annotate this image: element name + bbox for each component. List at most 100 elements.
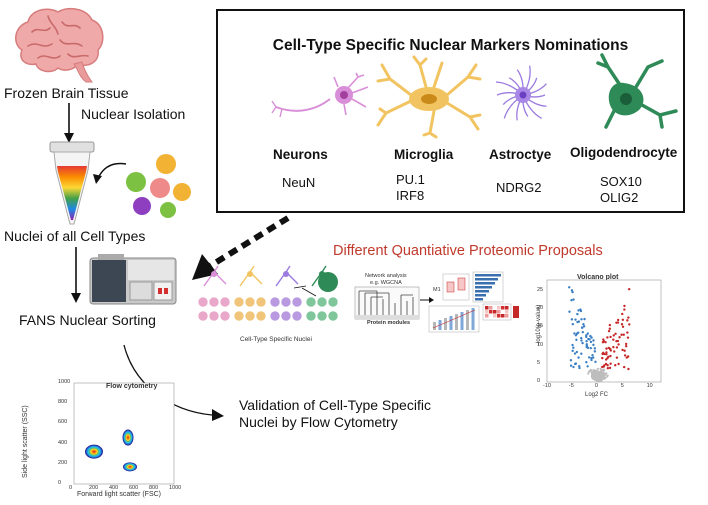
volcano-point-down (587, 356, 591, 359)
nucleus-dot (255, 310, 267, 322)
volcano-xtick: 10 (646, 383, 653, 389)
curved-arrow-beads (93, 162, 127, 184)
volcano-xtick: -10 (543, 383, 551, 389)
volcano-point-down (592, 339, 595, 342)
volcano-point-down (581, 326, 584, 329)
volcano-point-up (605, 347, 608, 350)
astrocyte-icon (495, 65, 547, 121)
volcano-point-up (620, 333, 623, 336)
flow-xtick: 600 (129, 485, 139, 491)
volcano-point-up (602, 338, 605, 341)
volcano-point-up (612, 338, 615, 341)
volcano-point-up (601, 356, 604, 360)
volcano-point-up (624, 342, 628, 346)
volcano-point-down (590, 358, 593, 362)
volcano-point-ns (591, 370, 594, 374)
mini-vbar (449, 316, 453, 330)
volcano-point-up (617, 362, 620, 366)
volcano-point-up (601, 340, 605, 344)
volcano-point-down (575, 338, 578, 342)
volcano-point-down (569, 359, 573, 362)
volcano-point-up (608, 327, 612, 330)
mini-hbar (475, 274, 501, 277)
volcano-point-down (572, 346, 575, 349)
flow-ytick: 0 (58, 480, 62, 486)
volcano-point-down (569, 364, 573, 367)
mini-trend (432, 309, 476, 329)
volcano-point-up (627, 367, 630, 371)
mini-heat-cell (493, 310, 497, 314)
nucleus-dot (316, 296, 328, 308)
volcano-point-down (580, 318, 583, 321)
volcano-point-down (579, 309, 583, 313)
mini-hbar (475, 290, 489, 293)
nucleus-dot (244, 296, 256, 308)
mini-m1-label: M1 (433, 287, 441, 293)
nucleus-dot (305, 310, 317, 322)
flow-xlabel: Forward light scatter (FSC) (77, 491, 162, 498)
volcano-point-up (604, 358, 608, 361)
volcano-point-up (626, 319, 629, 322)
volcano-point-up (609, 362, 612, 365)
volcano-point-down (580, 339, 583, 342)
volcano-point-down (577, 356, 580, 359)
volcano-point-up (609, 335, 612, 339)
mini-hbar (475, 286, 492, 289)
volcano-point-down (570, 318, 574, 321)
volcano-point-up (615, 339, 618, 343)
volcano-point-up (623, 354, 627, 357)
mini-analysis-charts (428, 271, 519, 333)
sorted-oligo-body (318, 272, 338, 292)
mini-colorbar (513, 306, 519, 318)
nuclear-isolation-label: Nuclear Isolation (81, 106, 186, 122)
astrocyte-nucleus (519, 91, 527, 99)
mini-hbar (475, 278, 498, 281)
volcano-xlabel: Log2 FC (585, 392, 609, 398)
nuclei-arrow (293, 285, 317, 297)
volcano-point-down (578, 365, 581, 368)
fans-label: FANS Nuclear Sorting (19, 312, 156, 328)
nucleus-dot (208, 296, 220, 308)
volcano-point-ns (599, 367, 602, 370)
volcano-point-down (580, 352, 583, 355)
volcano-point-ns (587, 372, 590, 375)
volcano-point-up (612, 345, 615, 349)
volcano-point-down (583, 317, 586, 321)
sorter-icon (89, 254, 177, 305)
volcano-point-down (582, 323, 585, 326)
neuron-icon (271, 72, 369, 118)
volcano-point-up (617, 343, 620, 346)
cell-name-microglia: Microglia (394, 147, 454, 162)
volcano-point-up (624, 345, 628, 348)
volcano-title: Volcano plot (577, 274, 619, 281)
marker-neun: NeuN (282, 175, 316, 190)
volcano-point-up (626, 331, 629, 334)
volcano-point-up (627, 355, 630, 358)
volcano-point-up (613, 350, 616, 353)
volcano-point-up (615, 346, 619, 349)
volcano-point-down (576, 312, 579, 316)
dendrogram-icon (354, 286, 420, 320)
nucleus-dot (269, 310, 281, 322)
volcano-point-ns (603, 373, 607, 376)
volcano-point-up (615, 321, 618, 324)
cell-name-oligodendrocyte: Oligodendrocyte (570, 145, 678, 160)
cell-name-astrocyte: Astroctye (489, 147, 552, 162)
brain-icon (15, 7, 104, 83)
marker-pu1: PU.1 (396, 172, 425, 187)
mini-box (446, 281, 455, 293)
volcano-xtick: -5 (568, 383, 574, 389)
volcano-point-up (621, 318, 625, 321)
nuclei-cell-body (247, 271, 253, 277)
volcano-point-up (615, 356, 619, 359)
volcano-point-ns (593, 370, 597, 373)
volcano-point-up (616, 318, 620, 322)
volcano-point-up (605, 353, 608, 356)
mini-heat-cell (485, 310, 489, 314)
volcano-point-down (585, 343, 588, 346)
volcano-point-up (601, 365, 604, 369)
nucleus-dot (233, 296, 245, 308)
flow-density-ring (129, 466, 131, 468)
volcano-point-up (609, 354, 612, 358)
volcano-point-down (572, 298, 575, 301)
